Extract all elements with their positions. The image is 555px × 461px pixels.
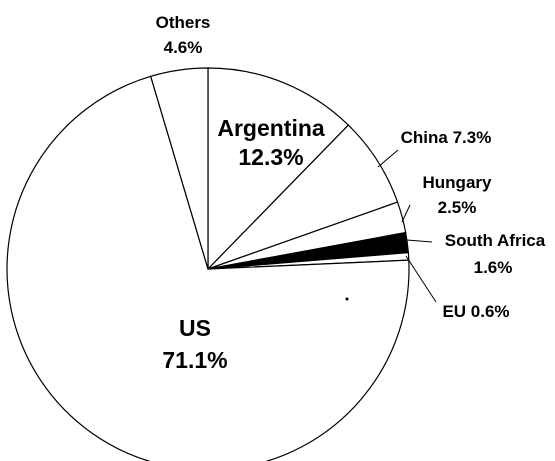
leader-line-eu (405, 255, 437, 303)
pie-slices (6, 67, 410, 461)
label-others-name: Others (156, 13, 211, 32)
label-argentina-value: 12.3% (238, 144, 303, 170)
label-us-value: 71.1% (162, 347, 227, 373)
pie-slice-us (6, 75, 410, 461)
label-eu: EU 0.6% (442, 302, 509, 321)
pie-slice-argentina (207, 67, 350, 271)
label-china: China 7.3% (401, 128, 492, 147)
pie-slice-others (149, 67, 209, 270)
label-southafrica-name: South Africa (445, 231, 546, 250)
slice-labels: Others 4.6% Argentina 12.3% China 7.3% H… (156, 13, 546, 373)
leader-line-china (377, 149, 399, 168)
label-hungary-value: 2.5% (438, 198, 477, 217)
label-others-value: 4.6% (164, 38, 203, 57)
leader-line-hungary (401, 204, 411, 223)
leader-lines (377, 149, 437, 303)
label-southafrica-value: 1.6% (474, 258, 513, 277)
stray-dot (345, 297, 349, 301)
label-hungary-name: Hungary (423, 173, 493, 192)
leader-line-south-africa (406, 239, 433, 243)
label-argentina-name: Argentina (217, 115, 325, 141)
label-us-name: US (179, 315, 211, 341)
